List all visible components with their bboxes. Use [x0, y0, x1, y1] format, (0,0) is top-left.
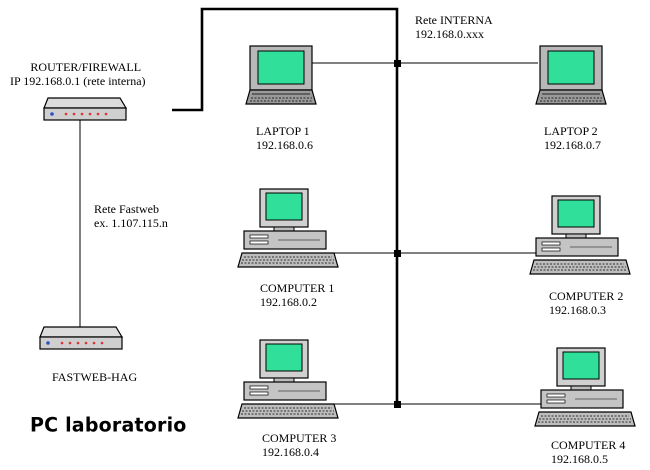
computer-1-name: COMPUTER 1 — [260, 281, 335, 295]
modem-icon[interactable] — [39, 326, 123, 350]
router-label: ROUTER/FIREWALL IP 192.168.0.1 (rete int… — [10, 60, 146, 88]
wan-address: ex. 1.107.115.n — [94, 216, 168, 230]
laptop-1-icon[interactable] — [245, 45, 317, 105]
computer-1-label: COMPUTER 1 192.168.0.2 — [260, 281, 334, 309]
router-name: ROUTER/FIREWALL — [30, 60, 142, 74]
computer-4-icon[interactable] — [534, 347, 636, 427]
wan-label: Rete Fastweb ex. 1.107.115.n — [94, 202, 168, 230]
lan-name: Rete INTERNA — [415, 13, 493, 27]
computer-2-icon[interactable] — [529, 195, 631, 275]
computer-4-ip: 192.168.0.5 — [551, 452, 608, 466]
lan-label: Rete INTERNA 192.168.0.xxx — [415, 13, 493, 41]
computer-3-name: COMPUTER 3 — [262, 431, 337, 445]
laptop-1-label: LAPTOP 1 192.168.0.6 — [256, 124, 313, 152]
laptop-2-label: LAPTOP 2 192.168.0.7 — [544, 124, 601, 152]
computer-2-ip: 192.168.0.3 — [549, 303, 606, 317]
computer-1-ip: 192.168.0.2 — [260, 295, 317, 309]
router-icon[interactable] — [43, 97, 127, 121]
router-ip: IP 192.168.0.1 (rete interna) — [10, 74, 146, 88]
computer-2-label: COMPUTER 2 192.168.0.3 — [549, 289, 623, 317]
modem-label: FASTWEB-HAG — [52, 370, 138, 384]
laptop-1-name: LAPTOP 1 — [256, 124, 310, 138]
computer-3-ip: 192.168.0.4 — [262, 445, 319, 459]
computer-4-label: COMPUTER 4 192.168.0.5 — [551, 438, 625, 466]
computer-1-icon[interactable] — [237, 188, 339, 268]
computer-4-name: COMPUTER 4 — [551, 438, 626, 452]
computer-3-label: COMPUTER 3 192.168.0.4 — [262, 431, 336, 459]
computer-3-icon[interactable] — [237, 339, 339, 419]
router-uplink-cable — [172, 7, 399, 405]
junction-dots — [394, 60, 401, 408]
laptop-2-name: LAPTOP 2 — [544, 124, 598, 138]
wan-name: Rete Fastweb — [94, 202, 159, 216]
laptop-1-ip: 192.168.0.6 — [256, 138, 313, 152]
laptop-2-icon[interactable] — [535, 45, 607, 105]
laptop-2-ip: 192.168.0.7 — [544, 138, 601, 152]
network-cables — [79, 7, 545, 405]
computer-2-name: COMPUTER 2 — [549, 289, 624, 303]
lan-subnet: 192.168.0.xxx — [415, 27, 484, 41]
diagram-title: PC laboratorio — [30, 413, 187, 437]
